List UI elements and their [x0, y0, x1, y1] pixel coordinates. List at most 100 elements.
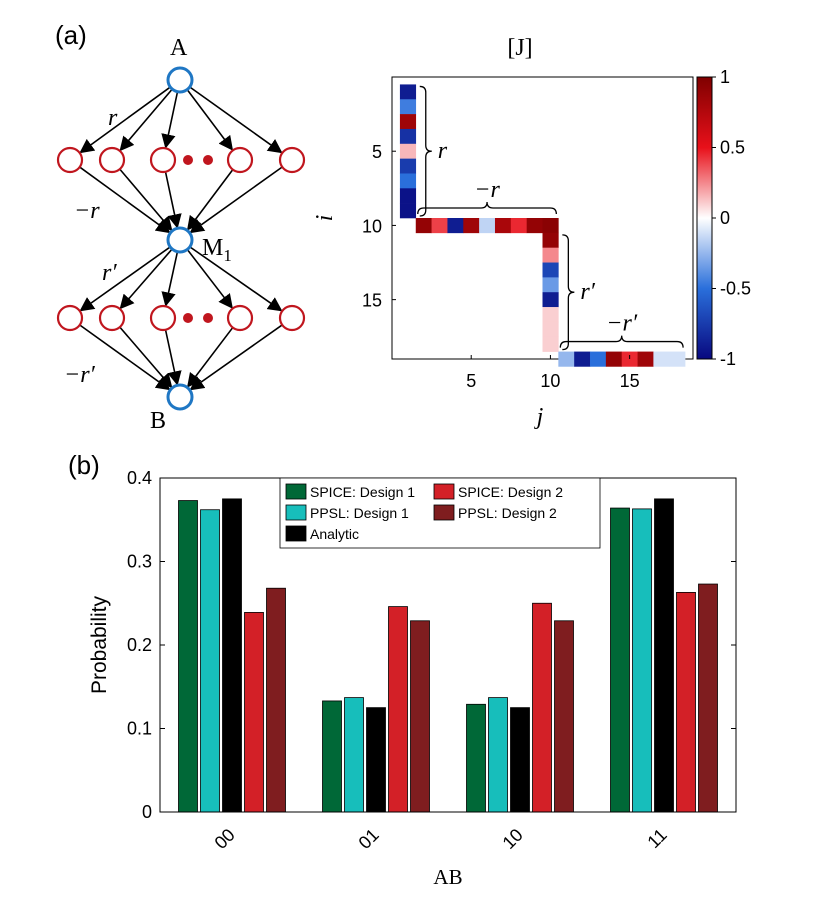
bar — [388, 606, 408, 813]
heatmap-cell — [542, 247, 559, 263]
heatmap-braces: r−rr′−r′ — [417, 85, 684, 351]
hidden-node-circle — [226, 146, 254, 174]
heatmap-cell — [542, 336, 559, 352]
panel-a-label: (a) — [55, 20, 87, 50]
heatmap-xtick-label: 10 — [540, 371, 560, 391]
colorbar-tick-label: -1 — [720, 349, 736, 369]
legend-label: PPSL: Design 2 — [458, 505, 557, 521]
colorbar — [696, 76, 713, 360]
network-edge-arrow — [186, 89, 234, 151]
edge-label-neg-r: −r — [74, 198, 100, 224]
bar-ylabel: Probability — [88, 595, 111, 694]
heatmap-cell — [637, 351, 654, 367]
heatmap-cell — [399, 188, 417, 204]
heatmap-cell — [621, 351, 638, 367]
bar — [466, 703, 486, 813]
ellipsis-dot — [183, 155, 193, 165]
heatmap-title: [J] — [507, 35, 532, 61]
heatmap-cell — [526, 218, 543, 234]
heatmap-ylabel: i — [312, 215, 338, 222]
heatmap-brace — [417, 201, 557, 215]
hidden-node-circle — [149, 146, 177, 174]
node-a-label: A — [170, 35, 188, 61]
colorbar-tick-label: 1 — [720, 67, 730, 87]
legend-swatch — [433, 504, 455, 521]
network-edge-arrow — [119, 168, 173, 232]
bar — [676, 591, 696, 813]
network-edges — [79, 86, 283, 391]
network-diagram: A M1 B r −r r′ −r′ — [56, 35, 306, 434]
hidden-node-circle — [278, 304, 306, 332]
bar — [698, 583, 718, 813]
network-edge-arrow — [189, 246, 283, 312]
heatmap-cell — [399, 114, 417, 130]
network-edge-arrow — [164, 329, 182, 386]
network-edge-arrow — [161, 251, 179, 307]
heatmap-cell — [542, 292, 559, 308]
node-m1-label: M1 — [202, 235, 232, 265]
heatmap-xlabel: j — [534, 404, 544, 430]
heatmap-brace-label: −r′ — [606, 311, 638, 337]
network-edge-arrow — [164, 171, 182, 229]
heatmap-cell — [542, 321, 559, 338]
hidden-node-circle — [56, 146, 84, 174]
hidden-node-circle — [98, 304, 126, 332]
bar — [610, 507, 630, 813]
hidden-node-circle — [226, 304, 254, 332]
heatmap-cell — [542, 262, 559, 278]
network-edge-arrow — [186, 327, 234, 388]
hidden-node-circle — [56, 304, 84, 332]
bar-xtick-label: 11 — [643, 825, 670, 852]
heatmap-brace-label: r — [438, 138, 448, 164]
hidden-node-circle — [98, 146, 126, 174]
heatmap-cell — [399, 173, 417, 189]
bar — [222, 498, 242, 813]
bar — [532, 602, 552, 813]
heatmap-cell — [605, 351, 623, 367]
network-edge-arrow — [119, 248, 173, 310]
heatmap-cell — [542, 218, 559, 234]
hidden-node-circle — [278, 146, 306, 174]
bar-ytick-label: 0.3 — [127, 552, 152, 572]
bar — [632, 508, 652, 813]
bar-xtick-label: 01 — [355, 825, 383, 853]
bar-ytick-label: 0.4 — [127, 468, 152, 488]
network-edge-arrow — [79, 86, 171, 154]
bar-ytick-label: 0.2 — [127, 635, 152, 655]
network-edge-arrow — [119, 326, 173, 389]
ellipsis-dot — [183, 313, 193, 323]
legend-label: PPSL: Design 1 — [310, 505, 409, 521]
node-b-circle — [166, 383, 194, 411]
heatmap-cell — [399, 158, 417, 174]
node-m1-circle — [166, 226, 194, 254]
heatmap-cell — [574, 351, 591, 367]
bar — [488, 697, 508, 813]
bar — [244, 612, 264, 813]
edge-label-rp: r′ — [102, 260, 117, 286]
network-edge-arrow — [79, 166, 171, 234]
heatmap-cell — [463, 218, 480, 234]
bar — [344, 697, 364, 813]
colorbar-ticks: 10.50-0.5-1 — [712, 67, 751, 369]
bar — [200, 509, 220, 813]
network-edge-arrow — [186, 169, 234, 231]
colorbar-tick-label: -0.5 — [720, 279, 751, 299]
heatmap-cell — [590, 351, 607, 367]
hidden-node-circle — [149, 304, 177, 332]
heatmap-cell — [542, 232, 559, 248]
ellipsis-dot — [203, 155, 213, 165]
node-m1-main: M — [202, 235, 223, 261]
bar — [554, 620, 574, 813]
bar — [178, 500, 198, 813]
heatmap-cell — [510, 218, 527, 234]
heatmap-cell — [479, 218, 496, 234]
heatmap-ytick-label: 15 — [362, 291, 382, 311]
network-edge-arrow — [79, 324, 171, 391]
bar — [654, 498, 674, 813]
network-edge-arrow — [189, 324, 283, 391]
bar-xlabel: AB — [433, 865, 462, 889]
